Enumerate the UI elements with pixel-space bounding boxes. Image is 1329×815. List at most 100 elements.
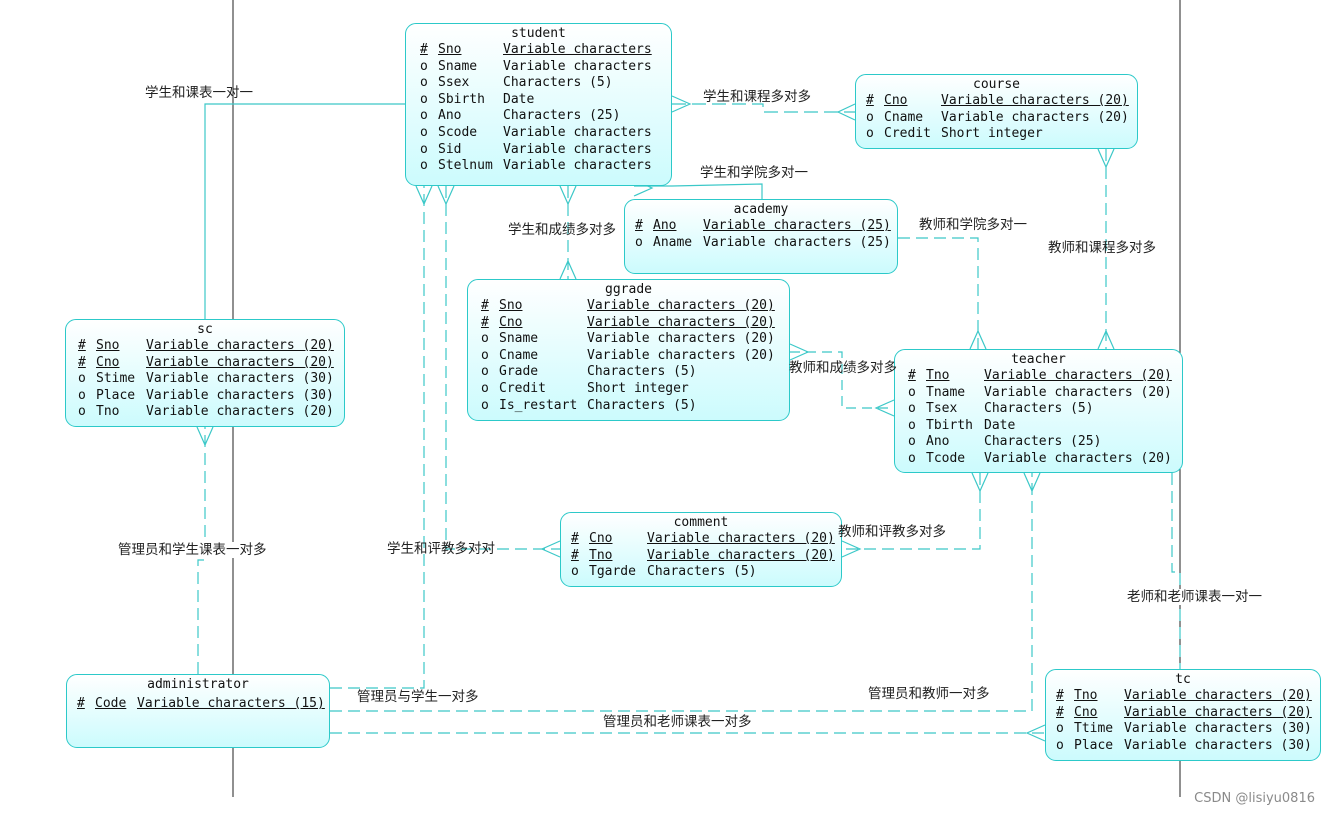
attribute-name: Tcode [926, 450, 966, 466]
label-student-sc: 学生和课表一对一 [145, 85, 253, 101]
primary-key-marker: # [78, 354, 86, 370]
attribute-name: Sname [499, 331, 539, 347]
attribute-type: Variable characters (20) [984, 368, 1172, 383]
attribute-marker: o [908, 401, 916, 417]
crowfoot-student-ggrade-top [559, 185, 577, 206]
attribute-type: Variable characters (20) [146, 338, 334, 353]
attribute-type: Variable characters (30) [146, 387, 334, 403]
label-teacher-comment: 教师和评教多对多 [838, 524, 946, 540]
link-teacher-tc [1171, 473, 1181, 669]
attribute-marker: o [866, 126, 874, 142]
attribute-type: Variable characters (20) [941, 109, 1129, 125]
primary-key-marker: # [481, 314, 489, 330]
link-admin-teacher [330, 473, 1033, 712]
crowfoot-teacher-ggrade [874, 399, 895, 417]
attribute-marker: o [420, 91, 428, 107]
entity-title: sc [197, 322, 213, 337]
attribute-marker: o [1056, 737, 1064, 753]
attribute-name: Cno [96, 354, 120, 370]
attribute-name: Cno [1074, 704, 1098, 720]
entity-title: administrator [147, 677, 249, 692]
primary-key-marker: # [908, 368, 916, 383]
attribute-type: Short integer [941, 126, 1043, 142]
attribute-name: Cname [499, 347, 539, 363]
attribute-type: Variable characters (20) [1124, 704, 1312, 720]
link-ggrade-teacher [790, 351, 894, 409]
primary-key-marker: # [1056, 688, 1064, 703]
attribute-marker: o [481, 380, 489, 396]
attribute-row: # Sno Variable characters (20) [78, 338, 344, 355]
primary-key-marker: # [77, 696, 85, 711]
attribute-marker: o [481, 347, 489, 363]
attribute-type: Variable characters (30) [1124, 721, 1312, 737]
attribute-marker: o [420, 124, 428, 140]
attribute-name: Tno [589, 547, 613, 563]
attribute-type: Short integer [587, 380, 689, 396]
entity-title: tc [1175, 672, 1191, 687]
attribute-type: Variable characters (15) [137, 696, 325, 711]
attribute-name: Sno [438, 42, 462, 57]
attribute-name: Cno [589, 531, 613, 546]
crowfoot-comment-student [540, 540, 561, 558]
attribute-name: Sname [438, 58, 478, 74]
crowfoot-student-admin [415, 185, 433, 206]
primary-key-marker: # [866, 93, 874, 108]
attribute-name: Sno [96, 338, 120, 353]
label-teacher-tc: 老师和老师课表一对一 [1127, 589, 1262, 605]
link-admin-student [330, 186, 425, 689]
link-student-comment [445, 186, 560, 550]
label-student-academy: 学生和学院多对一 [700, 165, 808, 181]
attribute-type: Variable characters [503, 141, 652, 157]
entity-title: academy [733, 202, 789, 217]
attribute-name: Tbirth [926, 417, 973, 433]
attribute-marker: o [866, 109, 874, 125]
crowfoot-course-student [836, 103, 856, 121]
crowfoot-sc-admin [196, 426, 214, 447]
crowfoot-teacher-comment-top [971, 472, 989, 493]
attribute-type: Variable characters (20) [647, 531, 835, 546]
label-admin-tc: 管理员和老师课表一对多 [603, 714, 752, 730]
attribute-marker: o [908, 417, 916, 433]
primary-key-marker: # [78, 338, 86, 353]
attribute-marker: o [78, 371, 86, 387]
attribute-type: Variable characters [503, 158, 652, 174]
attribute-name: Scode [438, 124, 478, 140]
attribute-name: Sbirth [438, 91, 485, 107]
entity-title: student [511, 26, 566, 41]
attribute-marker: o [481, 397, 489, 413]
attribute-name: Credit [499, 380, 546, 396]
attribute-name: Is_restart [499, 397, 578, 413]
attribute-name: Tno [926, 368, 950, 383]
